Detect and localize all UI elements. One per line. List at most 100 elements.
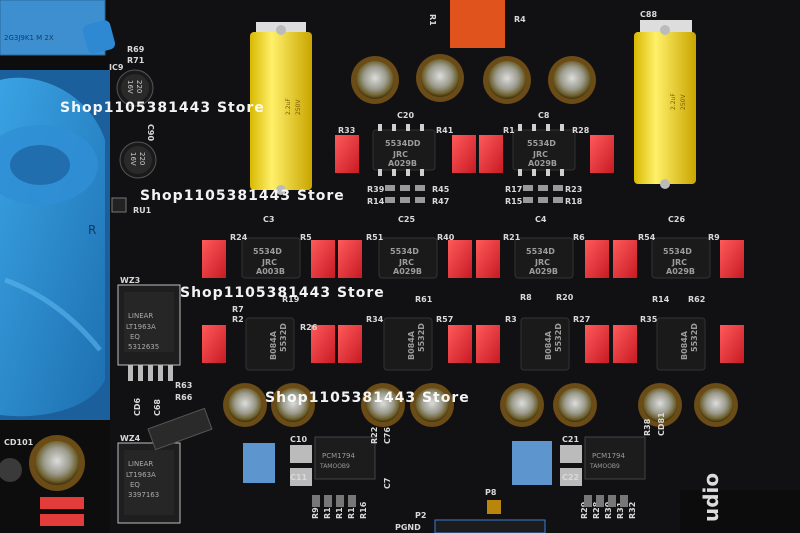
svg-text:5534D: 5534D <box>390 247 419 256</box>
svg-text:5534D: 5534D <box>527 139 556 148</box>
svg-text:A029B: A029B <box>393 267 422 276</box>
svg-text:JRC: JRC <box>398 258 414 267</box>
opamp-low-2: 5532D B084A <box>383 317 433 371</box>
svg-text:B084A: B084A <box>544 330 553 360</box>
svg-text:C11: C11 <box>290 473 307 482</box>
svg-text:R28: R28 <box>572 126 590 135</box>
opamp-top-2: 5534D JRC A029B <box>512 124 576 176</box>
svg-text:R45: R45 <box>432 185 450 194</box>
svg-text:R54: R54 <box>638 233 656 242</box>
toroidal-transformer: R <box>0 70 110 420</box>
svg-text:R63: R63 <box>175 381 192 390</box>
svg-text:RU1: RU1 <box>133 206 152 215</box>
svg-text:C22: C22 <box>562 473 579 482</box>
svg-text:R28: R28 <box>592 501 601 519</box>
trimmer-block <box>450 0 505 48</box>
svg-text:C21: C21 <box>562 435 579 444</box>
svg-text:CD81: CD81 <box>657 412 666 436</box>
svg-text:R8: R8 <box>520 293 532 302</box>
svg-text:5534DD: 5534DD <box>385 139 421 148</box>
dac-right: PCM1794 TAMOOB9 C21 C22 <box>512 435 646 486</box>
film-cap-right: C88 2.2uF 250V <box>634 10 696 189</box>
svg-text:R26: R26 <box>300 323 318 332</box>
svg-text:R24: R24 <box>230 233 248 242</box>
svg-text:C10: C10 <box>290 435 307 444</box>
svg-text:WZ4: WZ4 <box>120 434 141 443</box>
svg-text:C3: C3 <box>263 215 274 224</box>
top-left-cap: 2G3J9K1 M 2X <box>0 0 116 56</box>
svg-text:PCM1794: PCM1794 <box>322 452 356 460</box>
svg-text:PCM1794: PCM1794 <box>592 452 626 460</box>
opamp-low-4: 5532D B084A <box>656 317 706 371</box>
svg-text:A029B: A029B <box>528 159 557 168</box>
svg-text:3397163: 3397163 <box>128 491 159 499</box>
board-edge <box>680 490 800 533</box>
watermark-1: Shop1105381443 Store <box>60 100 265 116</box>
svg-text:C25: C25 <box>398 215 415 224</box>
svg-text:R13: R13 <box>347 502 356 519</box>
svg-text:R2: R2 <box>232 315 244 324</box>
svg-text:R39: R39 <box>367 185 385 194</box>
svg-text:C76: C76 <box>383 427 392 444</box>
watermark-4: Shop1105381443 Store <box>265 390 470 406</box>
svg-text:B084A: B084A <box>269 330 278 360</box>
svg-text:P8: P8 <box>485 488 497 497</box>
svg-text:R31: R31 <box>616 501 625 519</box>
svg-text:R40: R40 <box>437 233 455 242</box>
svg-text:JRC: JRC <box>671 258 687 267</box>
svg-text:LT1963A: LT1963A <box>126 471 156 479</box>
svg-text:R62: R62 <box>688 295 705 304</box>
svg-text:R32: R32 <box>628 502 637 519</box>
svg-text:R38: R38 <box>643 418 652 436</box>
transformer-letter: R <box>88 223 96 237</box>
watermark-3: Shop1105381443 Store <box>180 285 385 301</box>
svg-text:LINEAR: LINEAR <box>128 312 153 320</box>
cap-print: 2G3J9K1 M 2X <box>4 34 54 42</box>
smd-array-bottom <box>312 495 628 507</box>
red-resistors-lower <box>202 325 744 363</box>
svg-text:JRC: JRC <box>261 258 277 267</box>
svg-text:R6: R6 <box>573 233 585 242</box>
opamp-mid-1: 5534D JRC A003B <box>241 237 301 279</box>
svg-text:250V: 250V <box>295 99 302 115</box>
svg-text:R14: R14 <box>367 197 385 206</box>
svg-text:R14: R14 <box>652 295 670 304</box>
connector <box>434 519 546 533</box>
svg-text:R30: R30 <box>604 501 613 519</box>
svg-text:5534D: 5534D <box>526 247 555 256</box>
opamp-low-1: 5532D B084A <box>245 317 295 371</box>
svg-text:JRC: JRC <box>532 150 548 159</box>
dac-left: PCM1794 TAMOOB9 C10 C11 <box>243 435 376 486</box>
svg-text:C7: C7 <box>383 478 392 489</box>
smd-resistors-top <box>385 185 563 203</box>
svg-text:R3: R3 <box>505 315 517 324</box>
svg-text:5534D: 5534D <box>253 247 282 256</box>
svg-text:B084A: B084A <box>680 330 689 360</box>
svg-text:5532D: 5532D <box>554 323 563 352</box>
svg-text:R7: R7 <box>232 305 244 314</box>
opamp-mid-3: 5534D JRC A029B <box>514 237 574 279</box>
svg-text:R5: R5 <box>300 233 312 242</box>
electrolytic-caps-bottom <box>223 383 738 427</box>
opamp-low-3: 5532D B084A <box>520 317 570 371</box>
svg-text:CD6: CD6 <box>133 397 142 416</box>
svg-text:R18: R18 <box>565 197 583 206</box>
svg-text:TAMOOB9: TAMOOB9 <box>319 463 350 470</box>
svg-text:5312635: 5312635 <box>128 343 159 351</box>
svg-text:EQ: EQ <box>130 481 140 489</box>
svg-text:R23: R23 <box>565 185 582 194</box>
svg-text:A029B: A029B <box>666 267 695 276</box>
svg-text:JRC: JRC <box>392 150 408 159</box>
svg-text:R66: R66 <box>175 393 193 402</box>
svg-text:220: 220 <box>138 152 146 165</box>
ic9-caps: 220 16V 220 16V IC9 R69 R71 C90 RU1 <box>109 45 157 215</box>
svg-text:C90: C90 <box>146 124 155 141</box>
svg-text:WZ3: WZ3 <box>120 276 140 285</box>
svg-text:R4: R4 <box>514 15 526 24</box>
svg-text:R1: R1 <box>503 126 515 135</box>
lower-left-caps: CD101 <box>0 435 85 526</box>
svg-text:C8: C8 <box>538 111 550 120</box>
svg-text:R47: R47 <box>432 197 449 206</box>
svg-text:R11: R11 <box>323 501 332 519</box>
svg-text:R71: R71 <box>127 56 145 65</box>
